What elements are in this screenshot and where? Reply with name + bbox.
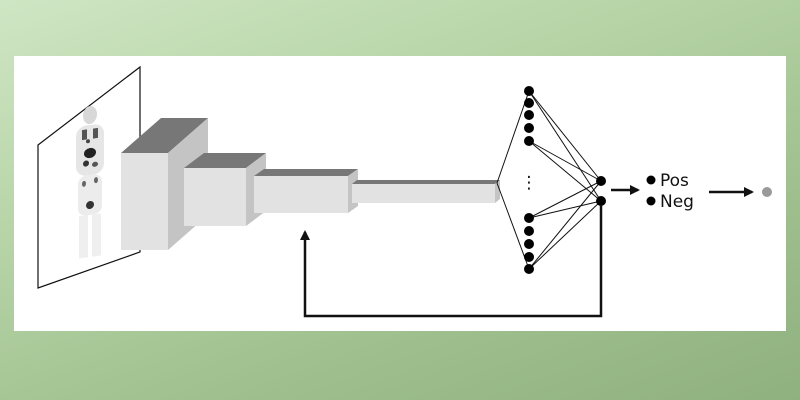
dense-node [524, 252, 534, 262]
dense-node [524, 98, 534, 108]
pos-label: Pos [660, 171, 689, 191]
dense-node [524, 213, 534, 223]
conv-block-3 [254, 169, 358, 213]
dense-to-output-line [528, 180, 602, 270]
dense-to-output-line [528, 90, 602, 182]
dense-node [524, 123, 534, 133]
dense-node [524, 239, 534, 249]
dense-to-output-line [528, 90, 602, 202]
dense-node [524, 86, 534, 96]
dense-node [524, 264, 534, 274]
conv-block-4 [352, 180, 500, 203]
conv-to-dense-bottom-line [496, 182, 530, 270]
dense-to-output-line [528, 200, 602, 270]
result-dot [762, 187, 772, 197]
dense-node [524, 110, 534, 120]
output-node-pos [596, 176, 606, 186]
conv-block-2 [184, 153, 266, 226]
feedback-loop-arrow [300, 205, 603, 318]
dense-to-output-line [528, 140, 602, 182]
conv-to-dense-top-line [496, 90, 530, 184]
dense-node [524, 226, 534, 236]
dense-ellipsis: ⋮ [521, 173, 538, 193]
dense-to-output-line [528, 180, 602, 219]
output-layer-nodes [596, 176, 606, 206]
dense-layer-nodes [524, 86, 534, 274]
fully-connected-lines [496, 90, 602, 270]
input-scan-image [37, 65, 141, 289]
neg-label: Neg [660, 192, 694, 212]
dense-to-output-line [528, 140, 602, 202]
body-silhouette [76, 105, 104, 259]
neg-bullet [646, 196, 656, 206]
output-node-neg [596, 196, 606, 206]
dense-to-output-line [528, 200, 602, 219]
pos-bullet [646, 175, 656, 185]
dense-node [524, 136, 534, 146]
